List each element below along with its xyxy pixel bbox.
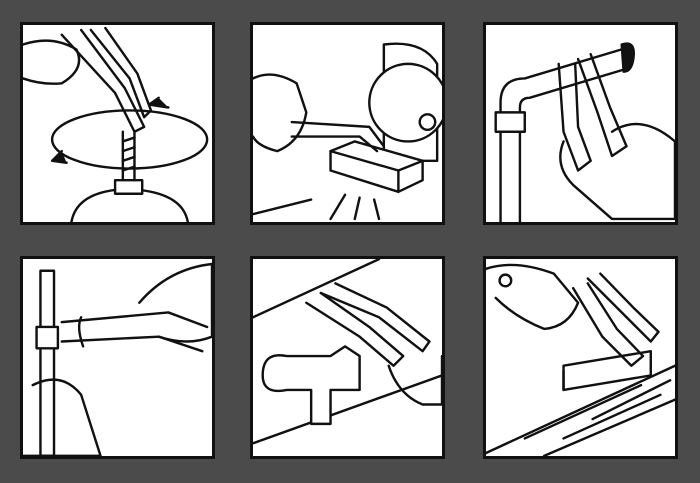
panel-pipe-clamp <box>483 22 678 225</box>
panel-grinder <box>250 22 445 225</box>
panel-turning-bolt <box>20 22 215 225</box>
panel-faucet <box>250 256 445 459</box>
pliers-on-faucet-icon <box>253 259 442 445</box>
pliers-turning-bolt-icon <box>23 26 209 222</box>
pliers-holding-workpiece-at-grinder-icon <box>253 42 442 221</box>
panel-rod-grip <box>20 256 215 459</box>
pliers-clamping-wood-icon <box>486 263 675 456</box>
pliers-clamped-on-pipe-icon <box>494 42 675 222</box>
panel-wood-clamp <box>483 256 678 459</box>
pliers-gripping-rod-icon <box>23 262 212 456</box>
